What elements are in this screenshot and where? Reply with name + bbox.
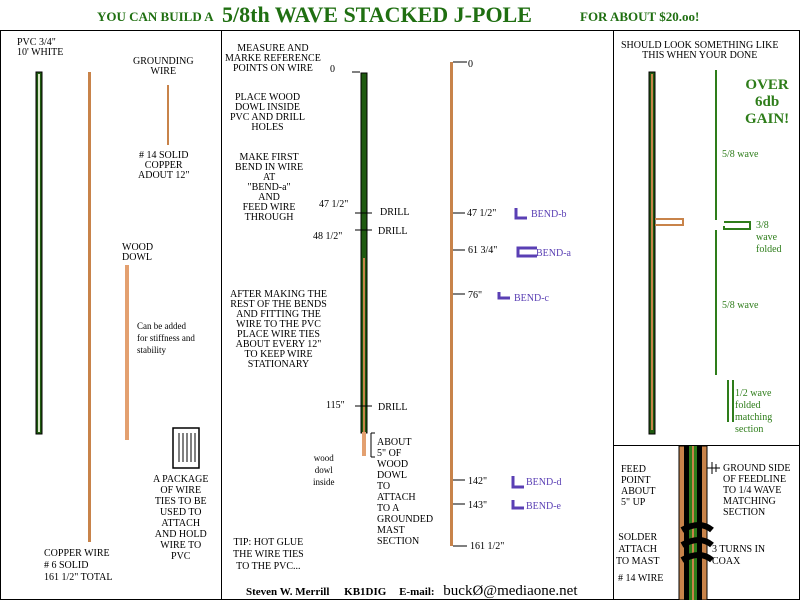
wire-mark-142: 142" <box>468 476 488 487</box>
bend-b-label: BEND-b <box>531 209 567 220</box>
marked-copper-wire <box>450 62 453 546</box>
header-left: YOU CAN BUILD A <box>97 9 214 24</box>
wire-mark-47: 47 1/2" <box>467 208 497 219</box>
wire-mark-76: 76" <box>468 290 483 301</box>
pole-mark-0: 0 <box>330 64 335 75</box>
author-name: Steven W. Merrill <box>246 586 330 598</box>
bend-b-icon <box>514 208 527 220</box>
drill-label: DRILL <box>378 226 408 237</box>
email-address[interactable]: buckØ@mediaone.net <box>443 583 578 599</box>
bend-e-icon <box>511 500 524 510</box>
bend-a-icon <box>516 246 537 258</box>
drill-label: DRILL <box>378 402 408 413</box>
grounding-wire <box>167 85 169 145</box>
drill-label: DRILL <box>380 207 410 218</box>
pole-mark-48: 48 1/2" <box>313 231 343 242</box>
bend-c-icon <box>497 292 510 300</box>
wire-ties-package <box>172 427 200 469</box>
email-label: E-mail: <box>399 586 435 598</box>
bend-d-label: BEND-d <box>526 477 562 488</box>
bend-c-label: BEND-c <box>514 293 549 304</box>
page-title: 5/8th WAVE STACKED J-POLE <box>222 2 532 27</box>
wire-mark-61: 61 3/4" <box>468 245 498 256</box>
wood-dowl <box>125 265 129 440</box>
pvc-label: PVC 3/4"10' WHITE <box>17 37 64 58</box>
bend-d-icon <box>511 476 524 489</box>
lower-section-label: 5/8 wave <box>722 300 759 311</box>
wire-mark-143: 143" <box>468 500 488 511</box>
callsign: KB1DIG <box>344 586 387 598</box>
footer: Steven W. Merrill KB1DIG E-mail: buckØ@m… <box>246 583 577 600</box>
top-section-label: 5/8 wave <box>722 149 759 160</box>
pole-mark-47: 47 1/2" <box>319 199 349 210</box>
wire-mark-0: 0 <box>468 59 473 70</box>
bend-a-label: BEND-a <box>536 248 571 259</box>
wire-mark-end: 161 1/2" <box>470 541 505 552</box>
copper-wire-6 <box>88 72 91 542</box>
header-right: FOR ABOUT $20.oo! <box>580 9 700 24</box>
pole-mark-115: 115" <box>326 400 345 411</box>
bend-e-label: BEND-e <box>526 501 561 512</box>
wire14-label: # 14 WIRE <box>618 573 664 584</box>
